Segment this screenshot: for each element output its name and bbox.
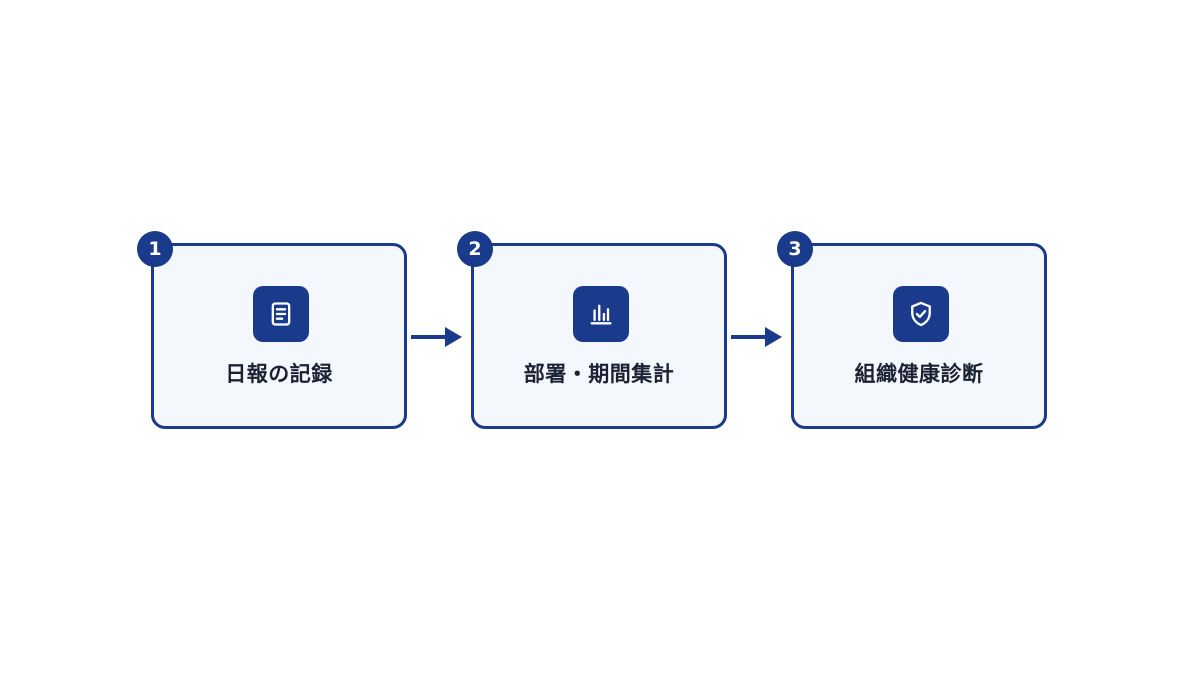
- bar-chart-icon: [573, 286, 629, 342]
- step-label: 部署・期間集計: [523, 362, 675, 386]
- step-card-2: 2 部署・期間集計: [457, 231, 727, 429]
- step-card-3: 3 組織健康診断: [777, 231, 1047, 429]
- arrow-right-icon: [411, 327, 462, 347]
- step-number-badge: 2: [457, 231, 493, 267]
- step-number-badge: 1: [137, 231, 173, 267]
- document-icon: [253, 286, 309, 342]
- step-label: 日報の記録: [225, 362, 333, 386]
- arrow-right-icon: [731, 327, 782, 347]
- step-number-badge: 3: [777, 231, 813, 267]
- shield-check-icon: [893, 286, 949, 342]
- step-card-1: 1 日報の記録: [137, 231, 407, 429]
- step-label: 組織健康診断: [854, 362, 984, 386]
